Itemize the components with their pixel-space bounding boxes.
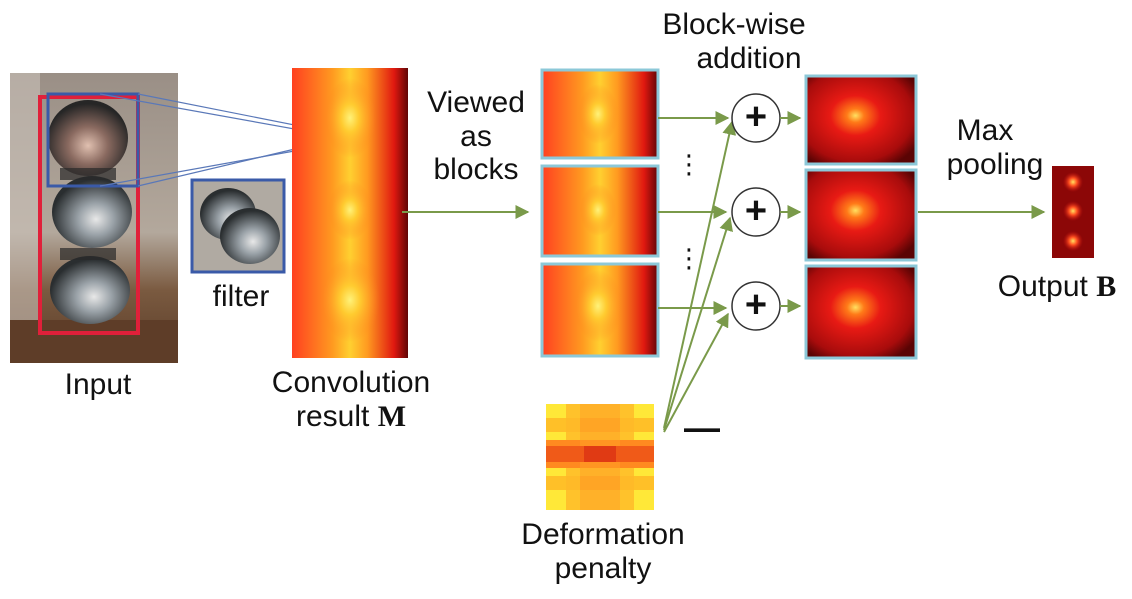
block-1 bbox=[540, 68, 660, 160]
summed-block-1 bbox=[804, 74, 918, 166]
plus-sign-1: + bbox=[744, 96, 768, 138]
viewed-as-blocks-label: Viewed as blocks bbox=[412, 86, 540, 187]
block-3 bbox=[540, 262, 660, 358]
blockwise-line1: Block-wise bbox=[662, 8, 806, 41]
deformation-penalty-label: Deformation penalty bbox=[496, 518, 710, 585]
output-label-text: Output bbox=[997, 270, 1088, 303]
plus-sign-3: + bbox=[744, 284, 768, 326]
deformation-penalty-heatmap bbox=[546, 404, 654, 510]
output-symbol: B bbox=[1096, 270, 1117, 303]
filter-frame bbox=[190, 178, 286, 274]
summed-block-2 bbox=[804, 168, 918, 262]
plus-sign-2: + bbox=[744, 190, 768, 232]
summed-block-3 bbox=[804, 264, 918, 360]
minus-icon: — bbox=[684, 407, 720, 448]
filter-image bbox=[190, 178, 286, 274]
blocks-column bbox=[540, 68, 660, 358]
convolution-label-line1: Convolution bbox=[271, 366, 431, 399]
viewed-line2: as bbox=[460, 119, 492, 153]
block-2 bbox=[540, 164, 660, 258]
vertical-ellipsis-icon: ⋮ bbox=[676, 149, 702, 179]
blockwise-addition-label: Block-wise addition bbox=[628, 8, 840, 75]
deformation-line1: Deformation bbox=[521, 518, 685, 551]
arrow-icon bbox=[663, 216, 733, 431]
blockwise-line2: addition bbox=[696, 41, 802, 75]
output-label: Output B bbox=[984, 270, 1130, 304]
convolution-symbol: M bbox=[377, 399, 407, 433]
viewed-line1: Viewed bbox=[427, 86, 525, 119]
vertical-ellipsis-icon: ⋮ bbox=[676, 243, 702, 273]
summed-blocks-column bbox=[804, 74, 918, 360]
max-pooling-label: Max pooling bbox=[930, 114, 1060, 181]
arrow-icon bbox=[663, 312, 729, 433]
output-heatmap bbox=[1052, 166, 1094, 258]
input-label: Input bbox=[64, 368, 132, 401]
convolution-label: Convolution result M bbox=[246, 366, 456, 433]
filter-label: filter bbox=[212, 280, 270, 313]
deformation-line2: penalty bbox=[554, 551, 652, 585]
part-bounding-box bbox=[46, 92, 140, 188]
convolution-label-line2: result M bbox=[246, 400, 456, 434]
object-bounding-box bbox=[38, 95, 140, 335]
viewed-line3: blocks bbox=[433, 153, 519, 187]
input-image bbox=[10, 73, 178, 363]
maxpool-line1: Max bbox=[956, 114, 1014, 147]
maxpool-line2: pooling bbox=[946, 147, 1044, 181]
convolution-label-result: result bbox=[295, 399, 370, 433]
arrow-icon bbox=[663, 120, 737, 429]
convolution-heatmap bbox=[292, 68, 408, 358]
